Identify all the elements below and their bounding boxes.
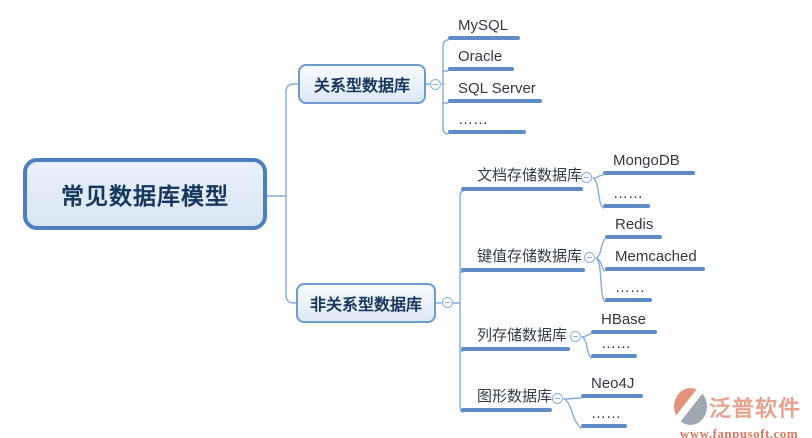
- node-underline: [461, 187, 583, 191]
- node-underline: [591, 330, 657, 334]
- connector-root-bracket: [285, 83, 299, 304]
- node-graph-db[interactable]: 图形数据库: [461, 386, 552, 412]
- node-column-more-label: ……: [601, 335, 631, 352]
- node-oracle-label: Oracle: [458, 48, 503, 65]
- node-redis-label: Redis: [615, 216, 654, 233]
- node-underline: [605, 267, 705, 271]
- node-underline: [581, 394, 643, 398]
- node-document-more[interactable]: ……: [603, 182, 650, 208]
- node-mongodb[interactable]: MongoDB: [603, 149, 695, 175]
- node-underline: [461, 408, 552, 412]
- node-document-more-label: ……: [613, 185, 643, 202]
- node-mongodb-label: MongoDB: [613, 152, 680, 169]
- node-column-store[interactable]: 列存储数据库: [461, 325, 570, 351]
- node-graph-db-label: 图形数据库: [477, 388, 553, 405]
- node-memcached[interactable]: Memcached: [605, 245, 705, 271]
- node-underline: [448, 36, 520, 40]
- node-underline: [581, 424, 627, 428]
- node-underline: [461, 347, 570, 351]
- connector-graphdb-children: [563, 397, 582, 429]
- node-keyvalue-store-label: 键值存储数据库: [477, 248, 583, 265]
- connector-relational-bracket: [442, 39, 449, 135]
- node-sql-server-label: SQL Server: [458, 80, 536, 97]
- collapse-icon-relational[interactable]: [430, 79, 441, 90]
- node-underline: [591, 354, 637, 358]
- node-underline: [605, 298, 652, 302]
- node-underline: [605, 235, 662, 239]
- watermark: 泛普软件 www.fanpusoft.com: [674, 388, 804, 438]
- node-underline: [448, 67, 514, 71]
- collapse-icon-graph-db[interactable]: [552, 393, 563, 404]
- collapse-icon-non-relational[interactable]: [442, 297, 453, 308]
- node-relational-db[interactable]: 关系型数据库: [298, 64, 426, 104]
- node-underline: [448, 130, 526, 134]
- node-neo4j[interactable]: Neo4J: [581, 372, 643, 398]
- node-non-relational-db-label: 非关系型数据库: [309, 297, 422, 314]
- node-non-relational-db[interactable]: 非关系型数据库: [296, 283, 436, 323]
- node-relational-db-label: 关系型数据库: [313, 78, 410, 95]
- node-root-label: 常见数据库模型: [61, 183, 229, 209]
- node-keyvalue-more[interactable]: ……: [605, 276, 652, 302]
- node-hbase-label: HBase: [601, 311, 647, 328]
- node-keyvalue-more-label: ……: [615, 279, 645, 296]
- node-relational-more[interactable]: ……: [448, 108, 526, 134]
- node-document-store[interactable]: 文档存储数据库: [461, 165, 583, 191]
- node-underline: [603, 204, 650, 208]
- node-root[interactable]: 常见数据库模型: [23, 158, 267, 230]
- node-column-more[interactable]: ……: [591, 332, 637, 358]
- node-keyvalue-store[interactable]: 键值存储数据库: [461, 246, 585, 272]
- collapse-icon-column-store[interactable]: [570, 331, 581, 342]
- node-neo4j-label: Neo4J: [591, 375, 635, 392]
- node-graph-more[interactable]: ……: [581, 402, 627, 428]
- collapse-icon-keyvalue-store[interactable]: [584, 252, 595, 263]
- node-document-store-label: 文档存储数据库: [477, 167, 583, 184]
- node-mysql[interactable]: MySQL: [448, 14, 520, 40]
- connector-columnstore-children: [581, 333, 592, 359]
- fanpu-logo-icon: [674, 388, 707, 425]
- node-underline: [603, 171, 695, 175]
- connector-documentstore-children: [592, 174, 604, 209]
- node-sql-server[interactable]: SQL Server: [448, 77, 542, 103]
- node-memcached-label: Memcached: [615, 248, 697, 265]
- node-underline: [461, 268, 585, 272]
- connector-nonrelational-bracket: [459, 190, 464, 413]
- node-redis[interactable]: Redis: [605, 213, 662, 239]
- watermark-brand: 泛普软件: [709, 395, 802, 421]
- node-relational-more-label: ……: [458, 111, 488, 128]
- node-oracle[interactable]: Oracle: [448, 45, 514, 71]
- node-hbase[interactable]: HBase: [591, 308, 657, 334]
- watermark-url: www.fanpusoft.com: [679, 426, 799, 438]
- watermark-row: 泛普软件: [674, 388, 804, 425]
- connector-keyvaluestore-children: [595, 238, 606, 303]
- node-column-store-label: 列存储数据库: [477, 327, 568, 344]
- node-underline: [448, 99, 542, 103]
- collapse-icon-document-store[interactable]: [581, 172, 592, 183]
- node-mysql-label: MySQL: [458, 17, 509, 34]
- node-graph-more-label: ……: [591, 405, 621, 422]
